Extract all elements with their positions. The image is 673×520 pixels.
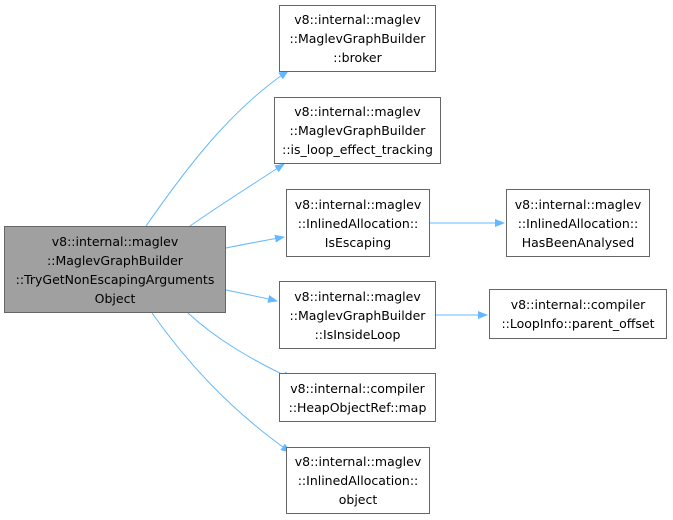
node-is-loop-effect-tracking[interactable]: v8::internal::maglev ::MaglevGraphBuilde…: [274, 97, 441, 164]
node-object[interactable]: v8::internal::maglev ::InlinedAllocation…: [286, 447, 430, 514]
node-heap-object-ref-map[interactable]: v8::internal::compiler ::HeapObjectRef::…: [279, 373, 436, 422]
node-parent-offset-line-2: ::LoopInfo::parent_offset: [501, 316, 655, 331]
node-broker-line-1: v8::internal::maglev: [294, 12, 421, 27]
node-is-loop-effect-tracking-line-2: ::MaglevGraphBuilder: [289, 123, 426, 138]
node-root-line-2: ::MaglevGraphBuilder: [47, 252, 183, 268]
node-has-been-analysed-line-1: v8::internal::maglev: [514, 196, 642, 212]
node-broker-line-3: ::broker: [333, 50, 382, 65]
node-heap-object-ref-map-line-2: ::HeapObjectRef::map: [288, 399, 427, 415]
node-is-inside-loop-line-2: ::MaglevGraphBuilder: [289, 307, 426, 323]
node-is-inside-loop-line-1: v8::internal::maglev: [294, 288, 421, 304]
node-is-escaping[interactable]: v8::internal::maglev ::InlinedAllocation…: [286, 189, 430, 257]
edge-root-to-is-escaping: [225, 234, 285, 249]
node-parent-offset-line-1: v8::internal::compiler: [510, 297, 646, 312]
node-has-been-analysed-line-3: HasBeenAnalysed: [521, 234, 635, 250]
node-has-been-analysed-line-2: ::InlinedAllocation::: [517, 215, 639, 231]
node-root-line-3: ::TryGetNonEscapingArguments: [15, 271, 215, 287]
node-is-loop-effect-tracking-line-3: ::is_loop_effect_tracking: [282, 142, 433, 157]
edge-root-to-object: [151, 312, 291, 453]
node-has-been-analysed[interactable]: v8::internal::maglev ::InlinedAllocation…: [506, 189, 650, 257]
node-object-line-3: object: [338, 492, 378, 507]
node-is-inside-loop-line-3: ::IsInsideLoop: [314, 326, 401, 342]
edge-root-to-is-loop-effect-tracking: [189, 163, 285, 227]
node-is-loop-effect-tracking-line-1: v8::internal::maglev: [294, 104, 421, 119]
node-root-line-1: v8::internal::maglev: [51, 233, 179, 249]
edge-root-to-is-inside-loop: [225, 289, 278, 303]
node-broker-line-2: ::MaglevGraphBuilder: [289, 31, 426, 46]
node-root-line-4: Object: [94, 290, 136, 306]
node-root: v8::internal::maglev ::MaglevGraphBuilde…: [4, 226, 226, 313]
node-parent-offset[interactable]: v8::internal::compiler ::LoopInfo::paren…: [489, 289, 667, 339]
node-broker[interactable]: v8::internal::maglev ::MaglevGraphBuilde…: [279, 5, 436, 72]
node-is-escaping-line-1: v8::internal::maglev: [294, 196, 422, 212]
node-object-line-1: v8::internal::maglev: [294, 454, 422, 469]
edge-root-to-heap-object-ref-map: [187, 312, 293, 380]
edge-root-to-broker: [145, 70, 289, 227]
node-heap-object-ref-map-line-1: v8::internal::compiler: [290, 380, 425, 396]
node-is-escaping-line-3: IsEscaping: [324, 234, 392, 250]
node-is-escaping-line-2: ::InlinedAllocation::: [297, 215, 419, 231]
node-is-inside-loop[interactable]: v8::internal::maglev ::MaglevGraphBuilde…: [279, 281, 436, 349]
node-object-line-2: ::InlinedAllocation::: [297, 473, 419, 488]
